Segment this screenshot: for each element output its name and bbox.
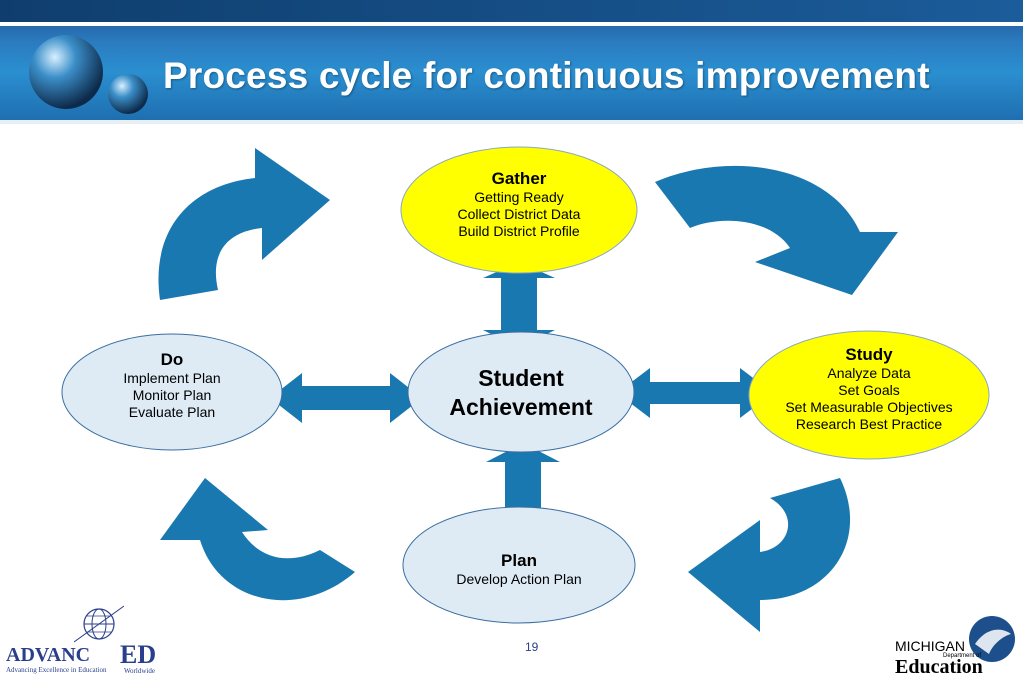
do-line: Evaluate Plan [128,404,216,420]
study-node-text: Study Analyze Data Set Goals Set Measura… [759,345,979,433]
double-arrow-center-study [617,368,773,418]
do-heading: Do [160,350,184,369]
do-line: Implement Plan [123,370,221,386]
double-arrow-center-plan [486,443,560,535]
study-heading: Study [845,345,893,364]
gather-line: Getting Ready [474,189,564,205]
michigan-seal-icon [969,616,1015,662]
advanced-sub: Worldwide [124,667,155,675]
center-line-1: Student [478,365,564,391]
gather-heading: Gather [491,169,547,188]
double-arrow-do-center [270,373,422,423]
do-node-text: Do Implement Plan Monitor Plan Evaluate … [82,350,262,421]
cycle-arrow-bottom-right [688,478,851,632]
advanced-logo: ADVANC ED Advancing Excellence in Educat… [4,604,169,678]
study-line: Analyze Data [827,365,911,381]
header-bottom-divider [0,120,1023,124]
advanced-name-right: ED [120,640,157,669]
gather-line: Build District Profile [458,223,580,239]
header-top-strip [0,0,1023,22]
header-divider [0,22,1023,26]
do-ellipse [61,333,283,451]
plan-node-text: Plan Develop Action Plan [419,551,619,588]
study-line: Set Goals [838,382,900,398]
cycle-arrow-top-left [158,148,330,300]
advanced-tagline: Advancing Excellence in Education [6,666,107,674]
study-ellipse [748,330,990,460]
plan-ellipse [402,506,636,624]
study-line: Research Best Practice [795,416,943,432]
gather-node-text: Gather Getting Ready Collect District Da… [419,169,619,240]
study-line: Set Measurable Objectives [785,399,953,415]
michigan-line1: MICHIGAN [895,638,965,654]
gather-ellipse [400,146,638,274]
center-line-2: Achievement [449,394,593,420]
michigan-line3: Education [895,656,983,678]
advanced-name-left: ADVANC [6,644,91,666]
globe-mesh-icon [74,605,124,643]
cycle-arrow-top-right [655,165,898,295]
plan-heading: Plan [501,551,537,570]
plan-line: Develop Action Plan [456,571,582,587]
center-node-text: Student Achievement [421,364,621,422]
cycle-arrow-bottom-left [160,478,355,601]
do-line: Monitor Plan [132,387,212,403]
michigan-line2: Department of [943,653,982,659]
michigan-education-logo: MICHIGAN Department of Education [893,614,1021,680]
center-ellipse [407,331,635,453]
globe-logo-icon [29,35,148,114]
page-number: 19 [525,640,539,654]
page-title: Process cycle for continuous improvement [163,55,930,96]
double-arrow-gather-center [483,262,555,348]
gather-line: Collect District Data [457,206,581,222]
